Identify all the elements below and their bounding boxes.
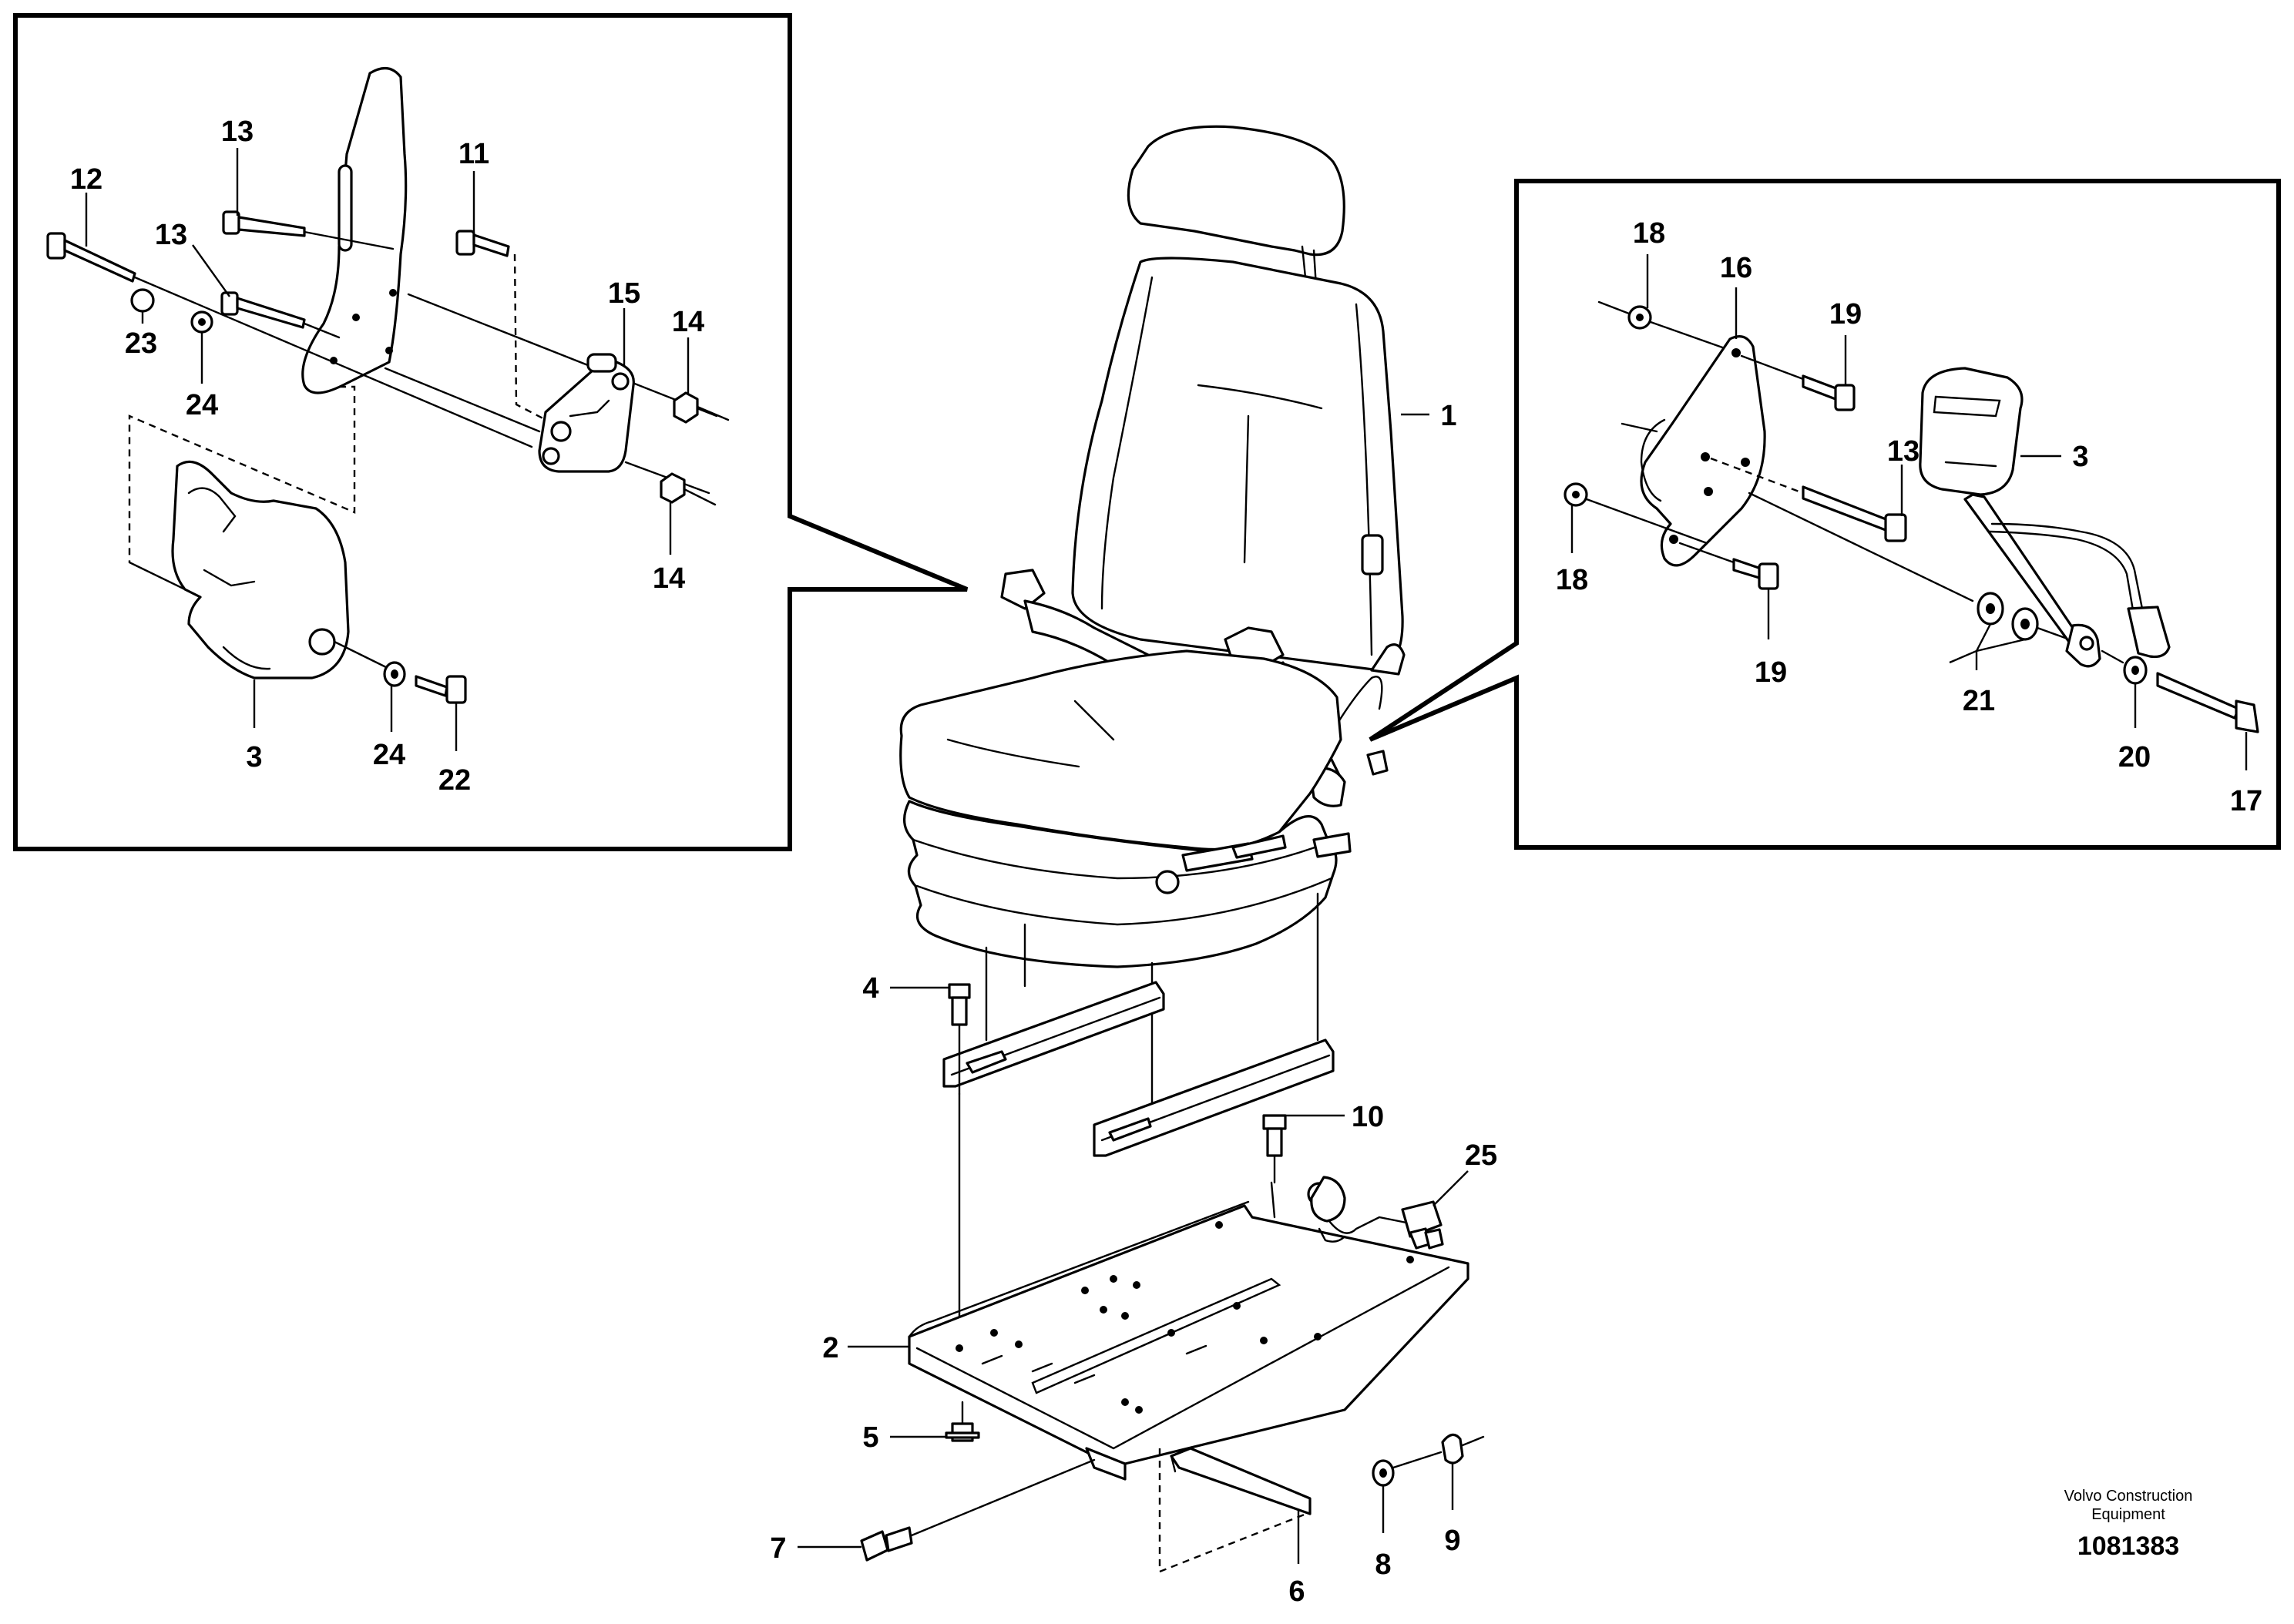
suspension-bellows — [903, 800, 1338, 968]
label-5: 5 — [862, 1421, 878, 1454]
nut-14-bottom — [660, 472, 717, 506]
left-detail-frame — [13, 13, 969, 851]
label-7: 7 — [770, 1532, 786, 1565]
screw-19-bottom — [1678, 542, 1779, 590]
screw-10 — [1262, 1114, 1287, 1184]
label-12: 12 — [70, 163, 102, 196]
label-9: 9 — [1444, 1525, 1460, 1557]
nut-23 — [130, 288, 155, 313]
label-25: 25 — [1465, 1139, 1497, 1172]
label-13-top: 13 — [221, 116, 254, 148]
left-detail-drawing — [46, 67, 730, 704]
right-detail-drawing — [1563, 300, 2259, 733]
screw-13-right — [1710, 457, 1907, 542]
harness-25 — [1270, 1176, 1444, 1250]
buckle-3-left — [171, 460, 350, 679]
label-6: 6 — [1288, 1575, 1305, 1608]
screw-4 — [948, 983, 971, 1350]
label-23: 23 — [125, 327, 157, 360]
nut-14-top — [673, 391, 730, 424]
label-10: 10 — [1352, 1101, 1384, 1133]
label-4: 4 — [862, 972, 878, 1005]
nut-9 — [1441, 1433, 1485, 1465]
screw-12 — [46, 232, 533, 448]
label-11: 11 — [458, 138, 489, 170]
label-13-mid: 13 — [155, 219, 187, 251]
screw-13-top — [222, 210, 395, 250]
label-19-top: 19 — [1829, 298, 1862, 331]
bracket-15 — [538, 361, 635, 473]
right-labels: 18 16 19 13 3 18 19 21 20 17 — [1556, 217, 2262, 817]
label-1: 1 — [1440, 400, 1456, 432]
footer: Volvo Construction Equipment 1081383 — [2064, 1488, 2193, 1561]
maker-line-1: Volvo Construction — [2064, 1488, 2193, 1505]
plate-16 — [1640, 335, 1766, 567]
screw-22 — [415, 675, 467, 704]
label-20: 20 — [2118, 741, 2151, 773]
screw-17 — [2156, 672, 2259, 733]
label-16: 16 — [1720, 252, 1752, 284]
bracket-6 — [1170, 1447, 1312, 1515]
main-seat-assembly — [899, 125, 1406, 1157]
plate-slot — [338, 164, 353, 252]
label-15: 15 — [608, 277, 640, 310]
washer-8 — [1372, 1451, 1443, 1487]
label-18-bottom: 18 — [1556, 564, 1588, 596]
washer-24-bottom — [383, 661, 406, 687]
label-17: 17 — [2230, 785, 2262, 817]
label-19-bottom: 19 — [1755, 656, 1787, 689]
headrest — [1127, 125, 1345, 257]
label-3-left: 3 — [246, 741, 262, 773]
label-24-top: 24 — [186, 389, 218, 421]
label-8: 8 — [1375, 1549, 1391, 1581]
screw-7 — [860, 1458, 1096, 1562]
doc-number: 1081383 — [2077, 1532, 2179, 1561]
screw-11 — [455, 230, 510, 257]
seat-frame-2 — [908, 1204, 1469, 1465]
washers-21 — [1977, 592, 2067, 641]
lumbar-knob — [1361, 534, 1384, 575]
label-21: 21 — [1963, 685, 1995, 717]
label-14-bottom: 14 — [653, 562, 685, 595]
backrest — [1071, 257, 1404, 672]
label-18-top: 18 — [1633, 217, 1665, 250]
label-22: 22 — [438, 764, 471, 797]
screw-13-mid — [220, 291, 341, 339]
label-3-right: 3 — [2072, 441, 2088, 473]
label-24-bottom: 24 — [373, 739, 405, 771]
left-labels: 12 13 13 11 15 14 14 23 24 3 24 22 — [70, 116, 704, 797]
main-labels: 1 4 10 25 2 5 7 6 8 9 — [770, 400, 1497, 1608]
label-13-right: 13 — [1887, 435, 1920, 468]
seat-back-plate — [301, 67, 408, 394]
seat-belt-3-right — [1919, 367, 2171, 668]
right-detail-frame — [1369, 179, 2281, 850]
maker-line-2: Equipment — [2091, 1506, 2165, 1523]
label-2: 2 — [822, 1332, 838, 1364]
label-14-top: 14 — [672, 306, 704, 338]
nut-5 — [945, 1401, 980, 1442]
frame-holes — [956, 1221, 1414, 1414]
